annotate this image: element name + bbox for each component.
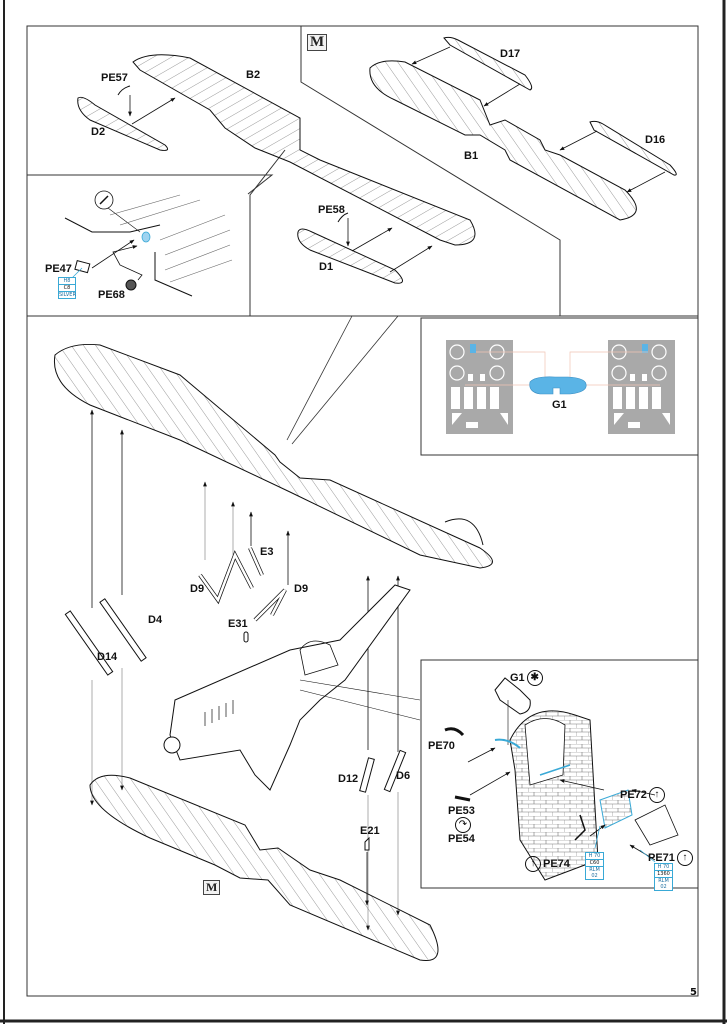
fuselage — [163, 584, 421, 791]
label-pe74-text: PE74 — [543, 857, 570, 870]
label-d12: D12 — [338, 773, 359, 785]
strut-d12 — [359, 757, 375, 793]
paint-code-top: H 70 — [588, 853, 601, 859]
part-pe57 — [117, 85, 131, 96]
part-pe68 — [125, 279, 137, 291]
upper-wing-assembly — [53, 344, 493, 569]
part-pe74 — [574, 814, 586, 841]
content-frame — [26, 25, 699, 997]
paint-callout-pe74: H 70 C60 RLM 02 — [585, 852, 604, 880]
label-pe58: PE58 — [318, 204, 345, 216]
label-pe71-text: PE71 — [648, 851, 675, 864]
part-pe72 — [599, 789, 633, 829]
wing-b2 — [132, 54, 476, 246]
propeller-hub — [163, 736, 181, 754]
label-d2: D2 — [91, 126, 106, 138]
aileron-d1 — [297, 228, 403, 284]
label-d1: D1 — [319, 261, 334, 273]
cockpit-detail — [444, 677, 679, 881]
option-marker-m-top: M — [307, 34, 328, 51]
label-pe72-text: PE72 — [620, 788, 647, 801]
detail-wing-section — [64, 190, 233, 297]
label-g1-clear: G1✱ — [510, 670, 543, 686]
label-pe71: PE71↑ — [648, 850, 693, 866]
label-b1: B1 — [464, 150, 479, 162]
aileron-d17 — [443, 36, 533, 91]
label-pe57: PE57 — [101, 72, 128, 84]
paint-callout-pe71: H 70 1360 RLM 02 — [654, 863, 673, 891]
label-pe53: PE53 — [448, 805, 475, 817]
strut-d9-right — [254, 589, 287, 621]
paint-code-bottom: RLM 02 — [589, 867, 600, 879]
bend-up-arrow-icon: ↑ — [648, 787, 665, 803]
label-d14: D14 — [97, 651, 118, 663]
paint-code-top: H 70 — [657, 864, 670, 870]
paint-code-mid: C60 — [586, 859, 603, 867]
label-pe47: PE47 — [45, 263, 72, 275]
paint-code-mid: C8 — [59, 284, 75, 292]
label-e3: E3 — [260, 546, 274, 558]
label-pe72: PE72↑ — [620, 787, 665, 803]
strut-d4 — [99, 598, 147, 662]
paint-code-top: H8 — [63, 278, 71, 284]
label-d17: D17 — [500, 48, 521, 60]
strut-d6 — [383, 749, 407, 793]
mask-panel-frame — [420, 317, 699, 456]
label-pe74: ↑PE74 — [525, 856, 570, 872]
label-e21: E21 — [360, 825, 380, 837]
struts — [64, 409, 407, 931]
strut-e3 — [248, 547, 264, 576]
bend-up-arrow-icon: ↑ — [676, 850, 693, 866]
label-e31: E31 — [228, 618, 248, 630]
panel-dividers — [27, 26, 698, 445]
mask-sheet-left — [446, 340, 513, 434]
label-d9-right: D9 — [294, 583, 309, 595]
bend-up-arrow-icon: ↑ — [525, 856, 541, 872]
label-pe68: PE68 — [98, 289, 125, 301]
label-pe54: PE54 — [448, 833, 475, 845]
label-d16: D16 — [645, 134, 666, 146]
page-number: 5 — [690, 987, 697, 998]
clear-part-star-icon: ✱ — [526, 670, 543, 686]
mask-g1-windscreen — [529, 376, 587, 395]
paint-callout-pe47: H8 C8 SILVER — [58, 277, 76, 299]
strut-d14 — [64, 610, 114, 676]
part-pe70 — [444, 727, 465, 737]
label-d6: D6 — [396, 770, 411, 782]
part-pe47 — [74, 259, 91, 274]
part-e21 — [364, 836, 370, 851]
aileron-d16 — [589, 120, 677, 176]
option-marker-m-bottom: M — [203, 880, 221, 895]
cockpit-detail-frame — [420, 659, 699, 889]
aileron-d2 — [77, 96, 169, 151]
label-g1-mask: G1 — [552, 399, 567, 411]
label-d4: D4 — [148, 614, 163, 626]
part-pe71 — [634, 804, 679, 846]
label-b2: B2 — [246, 69, 261, 81]
lower-wing-assembly — [89, 774, 439, 962]
paint-code-bottom: SILVER — [59, 292, 76, 298]
part-e31 — [243, 631, 249, 643]
paint-code-bottom: RLM 02 — [658, 878, 669, 890]
part-pe53 — [454, 795, 471, 802]
label-g1-text: G1 — [510, 671, 525, 684]
paint-code-mid: 1360 — [655, 870, 672, 878]
label-d9-left: D9 — [190, 583, 205, 595]
wing-b1 — [369, 60, 637, 221]
mask-sheet-right — [608, 340, 675, 434]
part-g1-windscreen — [494, 677, 531, 715]
label-pe70: PE70 — [428, 740, 455, 752]
part-pe58 — [337, 212, 349, 223]
flip-arrow-icon: ↷ — [455, 817, 471, 833]
